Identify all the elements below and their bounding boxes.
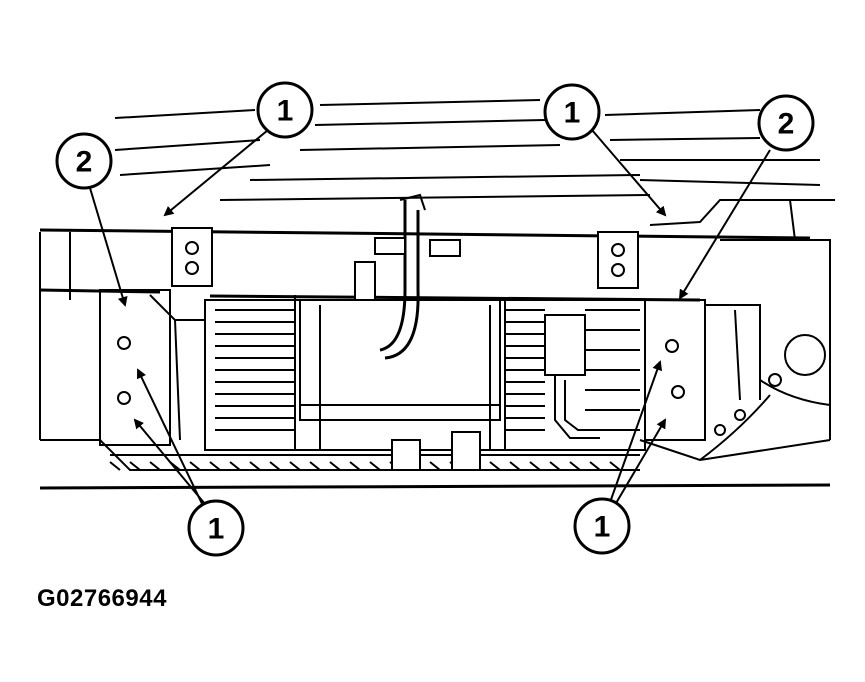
radiator-support-beam xyxy=(39,199,831,441)
callout-label: 1 xyxy=(208,513,225,546)
arrow-1-bottom-left-upper xyxy=(136,368,206,511)
wiring-harness xyxy=(699,334,831,461)
background-hatching xyxy=(114,99,835,201)
callout-label: 2 xyxy=(76,146,93,179)
callout-right-2: 2 xyxy=(757,94,815,152)
callout-bottom-left: 1 xyxy=(187,499,245,557)
right-radiator-bracket xyxy=(597,231,639,289)
arrow-1-bottom-left-lower xyxy=(133,418,211,511)
left-radiator-bracket xyxy=(171,227,213,287)
arrow-1-top-left xyxy=(163,129,269,217)
arrow-2-left xyxy=(89,187,128,307)
upper-hose xyxy=(354,193,461,360)
callout-label: 2 xyxy=(778,108,795,141)
lower-frame xyxy=(39,431,831,490)
callout-bottom-right: 1 xyxy=(573,497,631,555)
left-upper-bolt xyxy=(117,336,131,350)
arrow-1-top-right xyxy=(591,129,667,217)
callout-top-right: 1 xyxy=(543,83,601,141)
left-lower-bolt xyxy=(117,391,131,405)
arrow-2-right xyxy=(678,149,771,300)
coolant-reservoir xyxy=(544,314,600,439)
radiator-core xyxy=(204,295,646,451)
callout-left-2: 2 xyxy=(55,132,113,190)
right-lower-bolt xyxy=(671,385,685,399)
right-upper-bolt xyxy=(665,339,679,353)
callout-label: 1 xyxy=(277,95,294,128)
left-side-panel xyxy=(99,289,205,446)
arrow-1-bottom-right-lower xyxy=(611,418,667,511)
callout-label: 1 xyxy=(594,511,611,544)
figure-id-label: G02766944 xyxy=(37,585,167,612)
leader-arrows xyxy=(89,129,771,511)
callout-label: 1 xyxy=(564,97,581,130)
arrow-1-bottom-right-upper xyxy=(607,360,663,509)
callout-top-left: 1 xyxy=(256,81,314,139)
